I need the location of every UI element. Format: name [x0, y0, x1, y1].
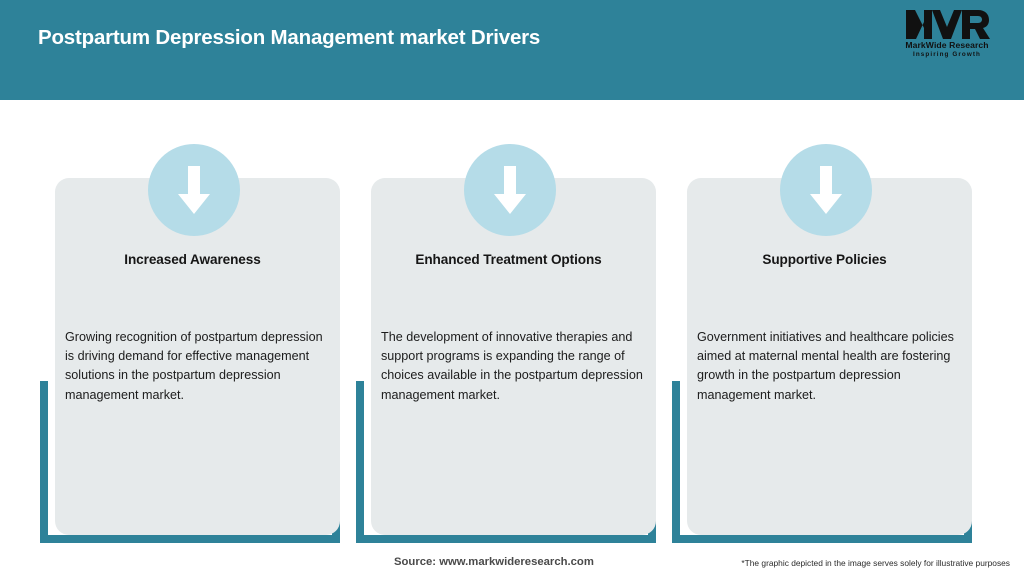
source-attribution: Source: www.markwideresearch.com	[394, 556, 594, 568]
drivers-card-row: Increased Awareness Growing recognition …	[0, 100, 1024, 546]
header-bar	[0, 0, 1024, 100]
card-description: Growing recognition of postpartum depres…	[65, 330, 323, 402]
driver-card[interactable]: Supportive Policies Government initiativ…	[672, 100, 987, 546]
card-surface	[371, 178, 656, 535]
card-surface	[687, 178, 972, 535]
driver-card[interactable]: Increased Awareness Growing recognition …	[40, 100, 355, 546]
logo-tagline: Inspiring Growth	[913, 50, 981, 58]
disclaimer-note: *The graphic depicted in the image serve…	[741, 558, 1010, 568]
card-heading: Supportive Policies	[762, 252, 887, 267]
card-description: Government initiatives and healthcare po…	[697, 330, 954, 402]
card-description: The development of innovative therapies …	[381, 330, 643, 402]
brand-logo: MarkWide Research Inspiring Growth	[888, 8, 1006, 66]
card-heading: Enhanced Treatment Options	[415, 252, 602, 267]
page-title: Postpartum Depression Management market …	[38, 26, 541, 49]
down-arrow-icon	[464, 144, 556, 236]
down-arrow-icon	[780, 144, 872, 236]
card-surface	[55, 178, 340, 535]
mwr-monogram-icon	[906, 10, 990, 39]
logo-company-name: MarkWide Research	[905, 40, 989, 50]
card-heading: Increased Awareness	[124, 252, 261, 267]
driver-card[interactable]: Enhanced Treatment Options The developme…	[356, 100, 671, 546]
down-arrow-icon	[148, 144, 240, 236]
